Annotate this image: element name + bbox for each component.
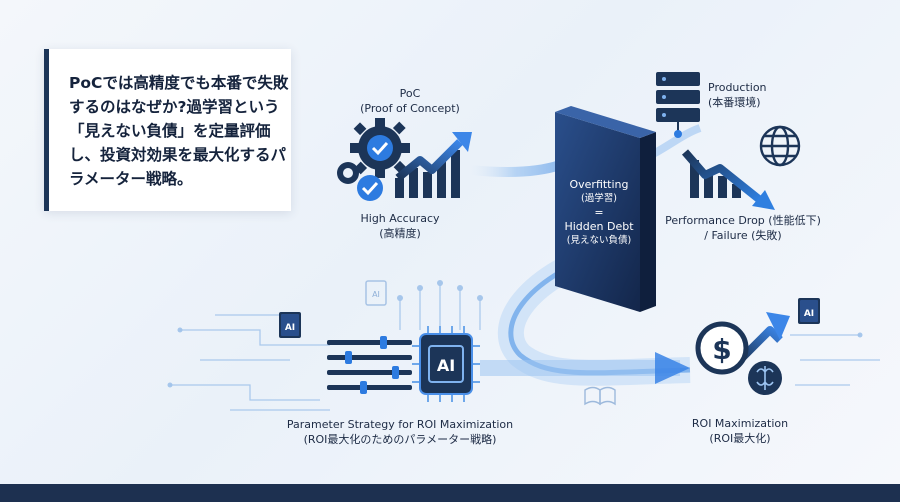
- parameter-strategy-subtitle: (ROI最大化のためのパラメーター戦略): [303, 433, 497, 446]
- high-accuracy-subtitle: (高精度): [379, 227, 421, 240]
- flow-lines: [469, 124, 702, 386]
- poc-subtitle: (Proof of Concept): [360, 102, 460, 115]
- performance-drop-label: Performance Drop (性能低下) / Failure (失敗): [648, 213, 838, 243]
- production-label: Production (本番環境): [708, 80, 808, 110]
- performance-drop-text: Performance Drop (性能低下): [665, 214, 821, 227]
- gear-icon: [337, 118, 410, 201]
- bottom-bar: [0, 484, 900, 502]
- wall-label-overfitting-jp: (過学習): [581, 193, 617, 204]
- parameter-strategy-title: Parameter Strategy for ROI Maximization: [286, 418, 514, 431]
- production-title: Production: [708, 81, 767, 94]
- slider-controls-icon: [327, 336, 412, 394]
- open-book-icon: [584, 386, 616, 406]
- production-subtitle: (本番環境): [708, 96, 761, 109]
- ai-chip-icon: [412, 326, 480, 402]
- ai-book-label-mid: AI: [372, 290, 380, 299]
- dollar-coin-icon: [695, 321, 749, 375]
- roi-maximization-subtitle: (ROI最大化): [709, 432, 771, 445]
- intro-callout: PoCでは高精度でも本番で失敗するのはなぜか?過学習という「見えない負債」を定量…: [44, 49, 291, 211]
- ai-book-icon-left: [279, 312, 301, 338]
- poc-label: PoC (Proof of Concept): [355, 86, 465, 116]
- ai-chip-label: AI: [437, 356, 455, 375]
- roi-maximization-title: ROI Maximization: [691, 417, 789, 430]
- wall-label: Overfitting (過学習) = Hidden Debt (見えない負債): [557, 178, 641, 248]
- ai-book-label-left: AI: [285, 323, 295, 333]
- falling-chart-icon: [681, 149, 775, 210]
- globe-icon: [759, 125, 801, 167]
- failure-text: / Failure (失敗): [704, 229, 782, 242]
- circuit-decoration: [170, 285, 880, 411]
- dollar-symbol: $: [712, 333, 731, 366]
- roi-growth-arrow-icon: [737, 312, 790, 363]
- ai-book-label-right: AI: [804, 309, 814, 319]
- server-icon: [656, 72, 700, 138]
- wall-label-equals: =: [594, 206, 604, 219]
- parameter-strategy-label: Parameter Strategy for ROI Maximization …: [274, 417, 526, 447]
- brain-icon: [748, 361, 782, 395]
- ai-book-icon-mid: [365, 280, 387, 306]
- poc-title: PoC: [399, 87, 421, 100]
- high-accuracy-label: High Accuracy (高精度): [345, 211, 455, 241]
- ai-book-icon-right: [798, 298, 820, 324]
- high-accuracy-title: High Accuracy: [360, 212, 440, 225]
- intro-callout-text: PoCでは高精度でも本番で失敗するのはなぜか?過学習という「見えない負債」を定量…: [69, 74, 289, 188]
- wall-label-hidden-debt: Hidden Debt: [564, 220, 634, 233]
- wall-label-hidden-debt-jp: (見えない負債): [566, 235, 632, 246]
- overfitting-wall: [555, 106, 656, 312]
- roi-maximization-label: ROI Maximization (ROI最大化): [680, 416, 800, 446]
- wall-label-overfitting: Overfitting: [569, 178, 629, 191]
- rising-chart-icon: [395, 132, 472, 198]
